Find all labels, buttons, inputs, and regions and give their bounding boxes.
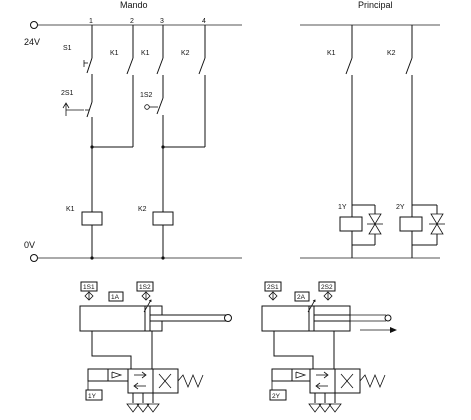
column-number-4: 4 — [202, 18, 206, 25]
column-number-1: 1 — [89, 18, 93, 25]
label-coil-k2: K2 — [138, 206, 147, 213]
pneumatic-circuit-1: 1S1 1S2 1A — [79, 281, 232, 413]
label-1a: 1A — [111, 294, 120, 301]
label-2a: 2A — [297, 294, 306, 301]
coil-k1 — [81, 211, 103, 226]
column-3-branch — [152, 25, 174, 260]
cylinder-1a-rod — [149, 314, 229, 322]
limit-switch-2s1-icon — [62, 102, 84, 116]
solenoid-2y — [399, 216, 423, 232]
sensor-2s2-icon — [323, 291, 333, 301]
exhaust-triangles-1 — [126, 393, 160, 413]
solenoid-1y — [339, 216, 363, 232]
column-2-branch — [90, 25, 134, 149]
label-solenoid-2y: 2Y — [396, 204, 405, 211]
valve-2 — [271, 368, 386, 394]
label-valve-2y: 2Y — [272, 393, 281, 400]
exhaust-triangles-2 — [308, 393, 342, 413]
column-4-branch — [161, 25, 206, 149]
top-rail-label: 24V — [24, 37, 40, 47]
label-s1: S1 — [63, 45, 72, 52]
top-rail-24v: 24V — [24, 21, 440, 47]
sensor-1s1-icon — [84, 291, 94, 301]
label-coil-k1: K1 — [66, 206, 75, 213]
sensor-2s1-icon — [268, 291, 278, 301]
label-2s2: 2S2 — [321, 284, 333, 291]
bottom-rail-label: 0V — [24, 240, 35, 250]
label-solenoid-1y: 1Y — [338, 204, 347, 211]
column-1-branch — [81, 25, 103, 260]
label-k1-contact-b: K1 — [141, 50, 150, 57]
motion-arrow-icon — [360, 327, 397, 333]
label-2s1: 2S1 — [61, 90, 74, 97]
label-k1-contact-a: K1 — [110, 50, 119, 57]
pneumatic-circuit-2: 2S1 2S2 2A — [261, 281, 397, 413]
valve-1 — [87, 368, 204, 394]
sensor-1s2-icon — [141, 291, 151, 301]
principal-header: Principal — [358, 0, 393, 10]
label-1s1: 1S1 — [83, 284, 95, 291]
coil-k2 — [152, 211, 174, 226]
label-k1-power-contact: K1 — [327, 50, 336, 57]
mando-header: Mando — [120, 0, 148, 10]
limit-switch-1s2-icon — [144, 104, 158, 110]
solenoid-2y-branch — [399, 25, 445, 258]
bottom-rail-0v: 0V — [24, 240, 440, 262]
label-k2-contact: K2 — [181, 50, 190, 57]
label-k2-power-contact: K2 — [387, 50, 396, 57]
label-2s1-sensor: 2S1 — [267, 284, 279, 291]
label-1s2: 1S2 — [140, 92, 153, 99]
cylinder-2a — [261, 305, 351, 332]
column-number-3: 3 — [160, 18, 164, 25]
column-number-2: 2 — [130, 18, 134, 25]
solenoid-1y-branch — [339, 25, 383, 258]
label-1s2-sensor: 1S2 — [139, 284, 151, 291]
label-valve-1y: 1Y — [88, 393, 97, 400]
